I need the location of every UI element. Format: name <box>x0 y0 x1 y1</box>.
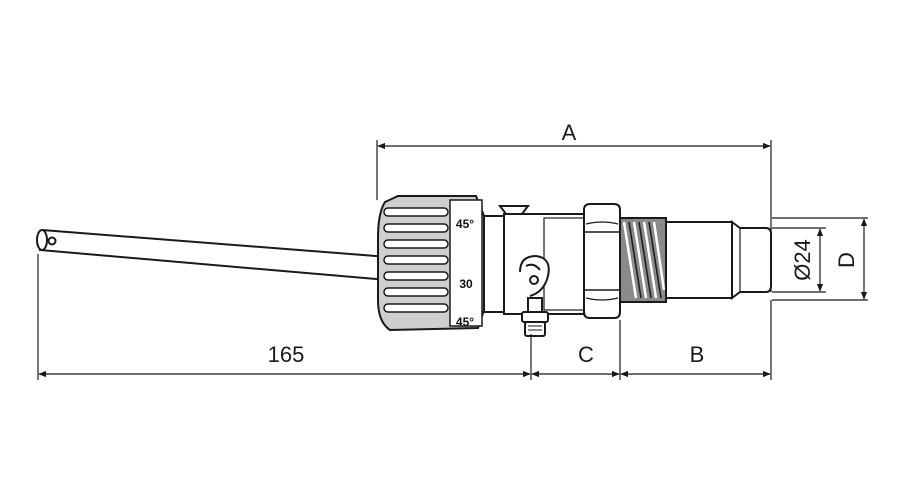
dimension-a-label: A <box>562 120 577 145</box>
knob-grip-ridges <box>383 207 449 313</box>
lever-pivot-clip <box>519 254 550 297</box>
dimension-165-label: 165 <box>268 342 305 367</box>
knob-scale-upper: 45° <box>456 217 474 231</box>
valve-body <box>483 205 585 315</box>
dimension-d <box>772 217 868 301</box>
dimension-c-label: C <box>578 342 594 367</box>
dimension-d-label: D <box>834 252 859 268</box>
bleed-screw <box>521 297 549 337</box>
handwheel-knob <box>377 195 485 332</box>
threaded-tail <box>619 217 667 303</box>
dimension-diameter <box>772 227 826 293</box>
spigot <box>665 220 772 300</box>
knob-scale-middle: 30 <box>459 277 473 291</box>
hex-nut <box>583 203 621 319</box>
dimension-diameter-label: Ø24 <box>790 239 815 281</box>
knob-scale-lower: 45° <box>456 315 474 329</box>
dimension-chain-bottom <box>37 254 772 380</box>
dimension-b-label: B <box>690 342 705 367</box>
